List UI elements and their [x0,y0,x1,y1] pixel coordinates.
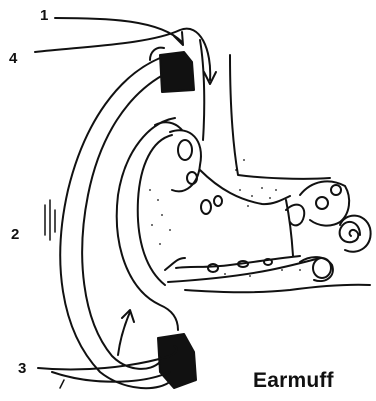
cartilage-3 [201,200,211,214]
ossicle-bone-2 [331,185,341,195]
label-4: 4 [9,51,17,66]
sound-path-1 [55,18,182,42]
cartilage-1 [178,140,192,160]
head-outline-upper [200,40,204,140]
cartilage-7 [264,259,272,265]
cartilage-2 [187,172,197,184]
pinna-inner [138,135,172,285]
middle-ear-chamber [300,181,349,225]
sound-path-tick [60,380,64,388]
label-3: 3 [18,361,26,376]
oval-window [313,258,331,278]
cochlea-outer [340,216,371,252]
sound-path-2-waves [45,200,55,240]
cartilage-4 [214,196,222,206]
upper-cushion [160,52,194,92]
pinna-rim [155,122,182,130]
cochlea-spiral [340,222,360,242]
cartilage-5 [208,264,218,272]
sound-path-3-arrow [118,312,130,355]
caption-earmuff: Earmuff [253,370,334,391]
head-outline-right [230,55,330,179]
earmuff-inner-shell [82,75,163,369]
jaw-line [185,285,370,293]
ossicle-bone-1 [316,197,328,209]
label-1: 1 [40,8,48,23]
label-2: 2 [11,227,19,242]
pinna-outer [117,118,178,330]
lower-cushion [158,334,196,388]
